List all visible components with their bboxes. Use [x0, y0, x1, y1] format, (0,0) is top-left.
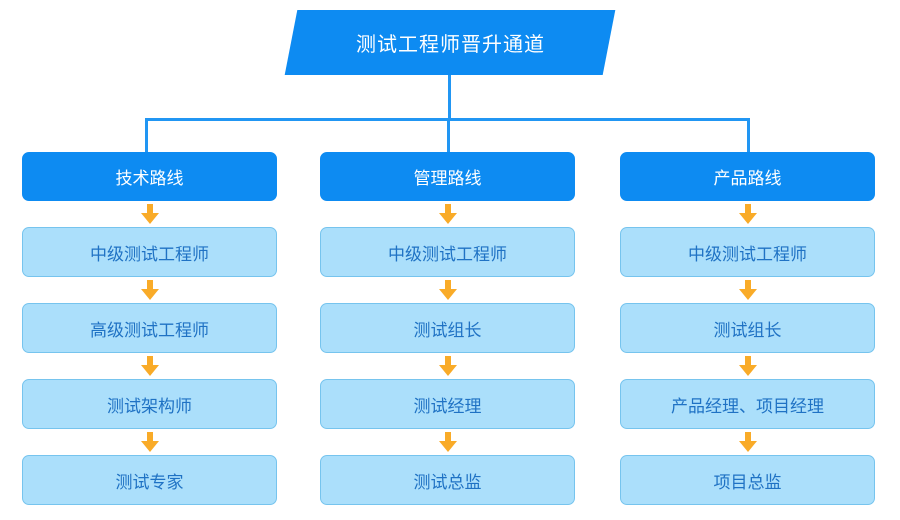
arrow-product-2 — [620, 277, 875, 303]
step-label: 测试组长 — [713, 320, 782, 340]
column-header-label: 技术路线 — [115, 169, 184, 188]
column-header-label: 产品路线 — [713, 169, 782, 188]
connector-drop-technical — [145, 118, 148, 152]
step-management-2[interactable]: 测试组长 — [320, 303, 575, 353]
step-label: 测试组长 — [413, 320, 482, 340]
step-product-1[interactable]: 中级测试工程师 — [620, 227, 875, 277]
diagram-title-label: 测试工程师晋升通道 — [355, 34, 545, 56]
arrow-down-icon — [140, 432, 159, 452]
arrow-technical-4 — [22, 429, 277, 455]
step-label: 测试专家 — [115, 472, 184, 492]
column-header-label: 管理路线 — [413, 169, 482, 188]
step-label: 测试架构师 — [107, 396, 192, 416]
arrow-management-1 — [320, 201, 575, 227]
arrow-down-icon — [438, 204, 457, 224]
arrow-product-1 — [620, 201, 875, 227]
column-header-technical[interactable]: 技术路线 — [22, 152, 277, 201]
step-technical-2[interactable]: 高级测试工程师 — [22, 303, 277, 353]
step-management-1[interactable]: 中级测试工程师 — [320, 227, 575, 277]
step-label: 中级测试工程师 — [90, 244, 209, 264]
arrow-down-icon — [738, 204, 757, 224]
connector-drop-management — [447, 118, 450, 152]
step-management-3[interactable]: 测试经理 — [320, 379, 575, 429]
column-header-management[interactable]: 管理路线 — [320, 152, 575, 201]
step-product-4[interactable]: 项目总监 — [620, 455, 875, 505]
arrow-product-4 — [620, 429, 875, 455]
arrow-down-icon — [438, 280, 457, 300]
arrow-down-icon — [140, 204, 159, 224]
connector-stem — [448, 75, 451, 120]
step-label: 产品经理、项目经理 — [671, 396, 824, 416]
arrow-down-icon — [738, 280, 757, 300]
arrow-management-3 — [320, 353, 575, 379]
arrow-technical-1 — [22, 201, 277, 227]
arrow-down-icon — [140, 356, 159, 376]
step-technical-1[interactable]: 中级测试工程师 — [22, 227, 277, 277]
arrow-down-icon — [140, 280, 159, 300]
step-label: 高级测试工程师 — [90, 320, 209, 340]
step-product-3[interactable]: 产品经理、项目经理 — [620, 379, 875, 429]
column-header-product[interactable]: 产品路线 — [620, 152, 875, 201]
arrow-management-4 — [320, 429, 575, 455]
arrow-product-3 — [620, 353, 875, 379]
connector-drop-product — [747, 118, 750, 152]
arrow-down-icon — [438, 432, 457, 452]
step-product-2[interactable]: 测试组长 — [620, 303, 875, 353]
step-label: 中级测试工程师 — [688, 244, 807, 264]
column-technical: 技术路线 中级测试工程师 高级测试工程师 测试架构师 测试专家 — [22, 152, 277, 505]
column-product: 产品路线 中级测试工程师 测试组长 产品经理、项目经理 项目总监 — [620, 152, 875, 505]
step-technical-3[interactable]: 测试架构师 — [22, 379, 277, 429]
step-label: 项目总监 — [713, 472, 782, 492]
step-label: 测试经理 — [413, 396, 482, 416]
step-management-4[interactable]: 测试总监 — [320, 455, 575, 505]
arrow-technical-2 — [22, 277, 277, 303]
step-label: 测试总监 — [413, 472, 482, 492]
arrow-down-icon — [738, 432, 757, 452]
step-technical-4[interactable]: 测试专家 — [22, 455, 277, 505]
arrow-down-icon — [738, 356, 757, 376]
arrow-technical-3 — [22, 353, 277, 379]
arrow-down-icon — [438, 356, 457, 376]
diagram-title-banner: 测试工程师晋升通道 — [284, 10, 616, 75]
arrow-management-2 — [320, 277, 575, 303]
step-label: 中级测试工程师 — [388, 244, 507, 264]
column-management: 管理路线 中级测试工程师 测试组长 测试经理 测试总监 — [320, 152, 575, 505]
